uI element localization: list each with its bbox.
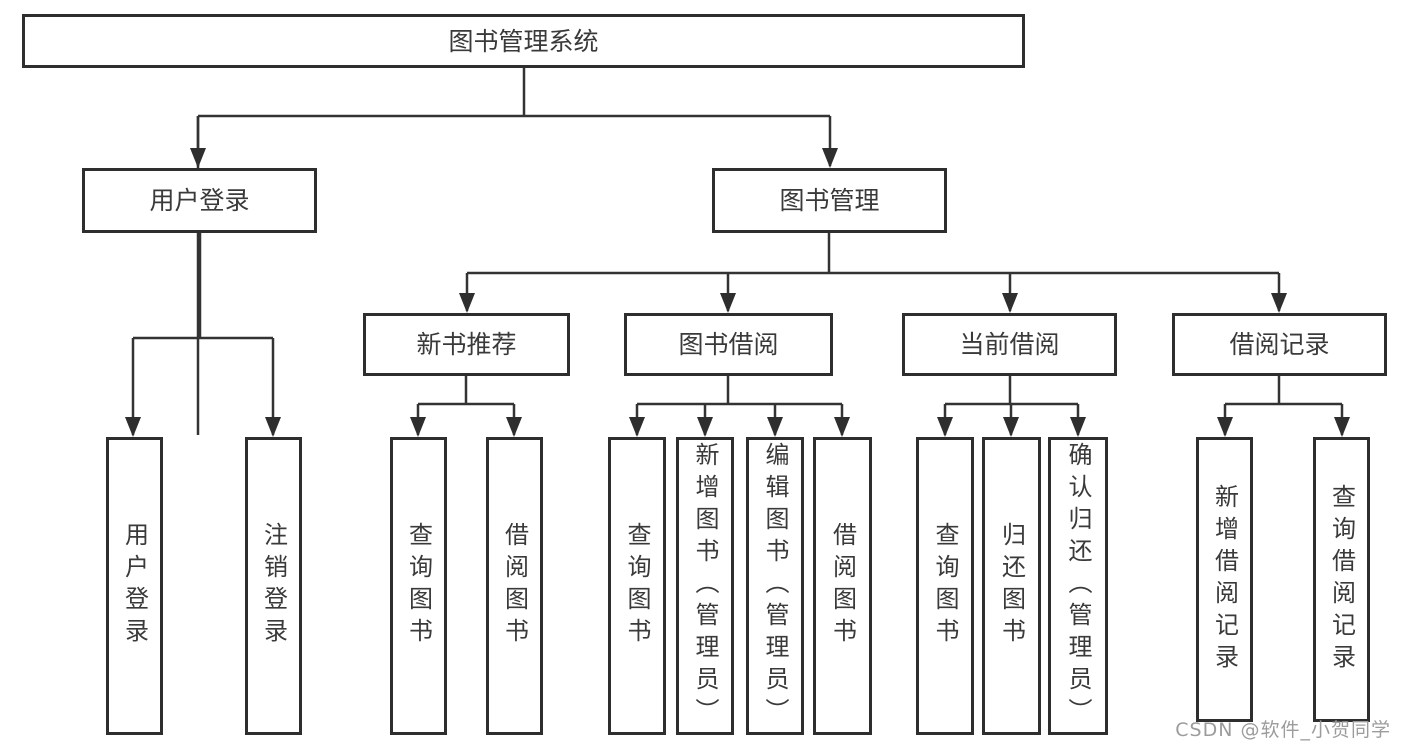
node-current-borrow: 当前借阅 [902,313,1117,376]
node-library-management-system: 图书管理系统 [22,14,1025,68]
leaf-label: 查询图书 [623,522,651,650]
node-book-management: 图书管理 [712,168,947,233]
leaf-label: 借阅图书 [828,522,857,650]
leaf-query-books-current: 查询图书 [916,437,974,735]
leaf-label: 用户登录 [120,522,149,650]
connector-root-fork [196,68,832,435]
node-label: 当前借阅 [959,330,1060,359]
leaf-label: 编辑图书（管理员） [761,442,789,730]
leaf-borrow-books-recommend: 借阅图书 [486,437,543,735]
leaf-return-book: 归还图书 [982,437,1041,735]
connector-book-borrow-fork [635,376,844,435]
leaf-label: 归还图书 [997,522,1026,650]
node-label: 图书借阅 [678,330,779,359]
node-label: 图书管理 [779,186,880,215]
leaf-label: 新增借阅记录 [1210,483,1239,676]
leaf-borrow-books: 借阅图书 [813,437,872,735]
leaf-add-borrow-record: 新增借阅记录 [1196,437,1253,722]
node-label: 借阅记录 [1229,330,1330,359]
leaf-label: 注销登录 [259,522,288,650]
connector-new-book-fork [416,376,516,435]
node-user-login: 用户登录 [82,168,317,233]
leaf-label: 借阅图书 [500,522,529,650]
node-borrow-records: 借阅记录 [1172,313,1387,376]
node-label: 图书管理系统 [448,26,599,56]
leaf-query-borrow-record: 查询借阅记录 [1313,437,1370,722]
connector-borrow-records-fork [1223,376,1344,435]
node-book-borrow: 图书借阅 [624,313,833,376]
connector-book-management-fork [465,233,1281,311]
leaf-edit-book-admin: 编辑图书（管理员） [746,437,804,735]
leaf-query-books-borrow: 查询图书 [608,437,666,735]
leaf-label: 确认归还（管理员） [1064,442,1092,730]
arrowheads [125,148,1350,437]
connector-user-login-fork [131,233,275,435]
node-label: 新书推荐 [416,330,517,359]
leaf-label: 新增图书（管理员） [691,442,719,730]
node-new-book-recommend: 新书推荐 [363,313,570,376]
leaf-confirm-return-admin: 确认归还（管理员） [1048,437,1108,735]
leaf-label: 查询图书 [931,522,959,650]
leaf-logout: 注销登录 [245,437,302,735]
leaf-label: 查询图书 [404,522,433,650]
leaf-label: 查询借阅记录 [1327,483,1356,676]
leaf-query-books-recommend: 查询图书 [390,437,447,735]
leaf-add-book-admin: 新增图书（管理员） [676,437,734,735]
node-label: 用户登录 [149,186,250,215]
leaf-user-login: 用户登录 [106,437,163,735]
watermark-csdn: CSDN @软件_小贺同学 [1175,719,1391,741]
